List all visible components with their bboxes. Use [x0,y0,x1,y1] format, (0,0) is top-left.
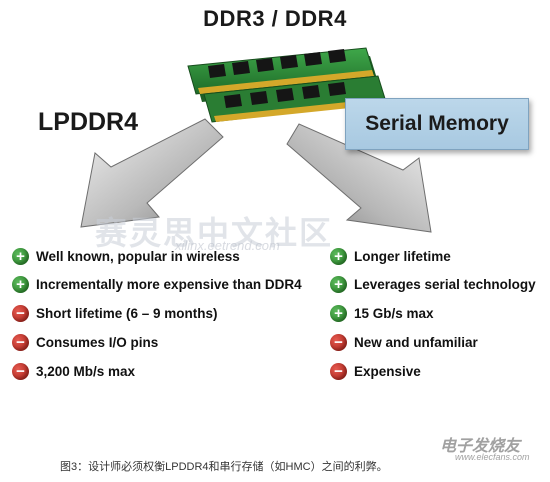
list-item-text: New and unfamiliar [354,335,478,350]
watermark-url: xilinx.eetrend.com [175,238,280,253]
minus-icon: − [330,363,347,380]
list-item: + Incrementally more expensive than DDR4 [12,276,302,293]
plus-icon: + [12,276,29,293]
minus-icon: − [12,363,29,380]
figure-caption: 图3：设计师必须权衡LPDDR4和串行存储（如HMC）之间的利弊。 [60,461,388,473]
list-item: + Leverages serial technology [330,276,536,293]
list-item: + Well known, popular in wireless [12,248,240,265]
ddr-title: DDR3 / DDR4 [203,6,347,31]
list-item-text: Incrementally more expensive than DDR4 [36,277,302,292]
list-item: − New and unfamiliar [330,334,478,351]
list-item: − Consumes I/O pins [12,334,158,351]
list-item: − Expensive [330,363,421,380]
list-item: + 15 Gb/s max [330,305,434,322]
list-item: − Short lifetime (6 – 9 months) [12,305,218,322]
minus-icon: − [12,334,29,351]
plus-icon: + [330,248,347,265]
list-item: − 3,200 Mb/s max [12,363,135,380]
elecfans-url: www.elecfans.com [455,452,530,462]
list-item-text: Short lifetime (6 – 9 months) [36,306,218,321]
plus-icon: + [330,276,347,293]
list-item: + Longer lifetime [330,248,451,265]
list-item-text: 15 Gb/s max [354,306,434,321]
plus-icon: + [330,305,347,322]
serial-memory-title: Serial Memory [345,98,529,150]
right-arrow-graphic [286,123,432,233]
watermark-text: 赛灵思中文社区 [95,215,334,251]
list-item-text: Well known, popular in wireless [36,249,240,264]
list-item-text: 3,200 Mb/s max [36,364,136,379]
elecfans-logo: 电子发烧友 [440,438,521,455]
lpddr4-title: LPDDR4 [38,108,139,136]
list-item-text: Consumes I/O pins [36,335,159,350]
ddr-memory-modules-image [187,47,388,123]
plus-icon: + [12,248,29,265]
list-item-text: Leverages serial technology [354,277,536,292]
left-arrow-graphic [80,118,224,228]
minus-icon: − [330,334,347,351]
list-item-text: Longer lifetime [354,249,451,264]
minus-icon: − [12,305,29,322]
list-item-text: Expensive [354,364,421,379]
